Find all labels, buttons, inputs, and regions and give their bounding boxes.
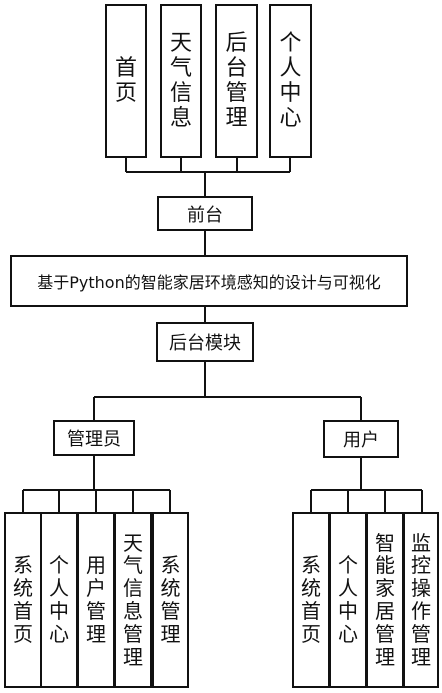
user-module-personal: 个人中心 (329, 512, 367, 688)
user-module-smarthome: 智能家居管理 (366, 512, 404, 688)
module-personal-label: 个人中心 (279, 30, 302, 132)
user-module-label: 系统首页 (301, 553, 321, 646)
admin-module-personal: 个人中心 (40, 512, 78, 688)
admin-module-label: 个人中心 (49, 553, 69, 646)
admin-module-users: 用户管理 (77, 512, 115, 688)
admin-role-label: 管理员 (67, 429, 121, 450)
admin-module-system: 系统管理 (152, 512, 189, 688)
admin-role-node: 管理员 (53, 420, 135, 456)
user-role-node: 用户 (323, 420, 399, 458)
admin-module-label: 系统管理 (160, 553, 181, 646)
admin-module-label: 天气信息管理 (123, 530, 143, 669)
user-module-label: 监控操作管理 (411, 530, 431, 669)
system-title: 基于Python的智能家居环境感知的设计与可视化 (37, 273, 381, 292)
admin-module-label: 用户管理 (86, 553, 106, 646)
admin-module-weather: 天气信息管理 (114, 512, 152, 688)
user-role-label: 用户 (343, 430, 379, 451)
module-admin-label: 后台管理 (225, 30, 248, 132)
module-admin: 后台管理 (215, 4, 258, 158)
backend-label: 后台模块 (169, 333, 241, 354)
backend-node: 后台模块 (156, 322, 254, 362)
user-module-monitor: 监控操作管理 (403, 512, 439, 688)
frontend-node: 前台 (157, 196, 253, 231)
module-weather: 天气信息 (160, 4, 202, 158)
frontend-label: 前台 (187, 204, 223, 226)
admin-module-label: 系统首页 (13, 553, 33, 646)
module-weather-label: 天气信息 (169, 30, 192, 132)
user-module-system-home: 系统首页 (292, 512, 330, 688)
module-personal: 个人中心 (269, 4, 312, 158)
user-module-label: 智能家居管理 (375, 530, 395, 669)
system-title-node: 基于Python的智能家居环境感知的设计与可视化 (10, 255, 408, 307)
module-home-label: 首页 (114, 55, 137, 106)
module-home: 首页 (105, 4, 147, 158)
user-module-label: 个人中心 (338, 553, 358, 646)
admin-module-system-home: 系统首页 (4, 512, 42, 688)
